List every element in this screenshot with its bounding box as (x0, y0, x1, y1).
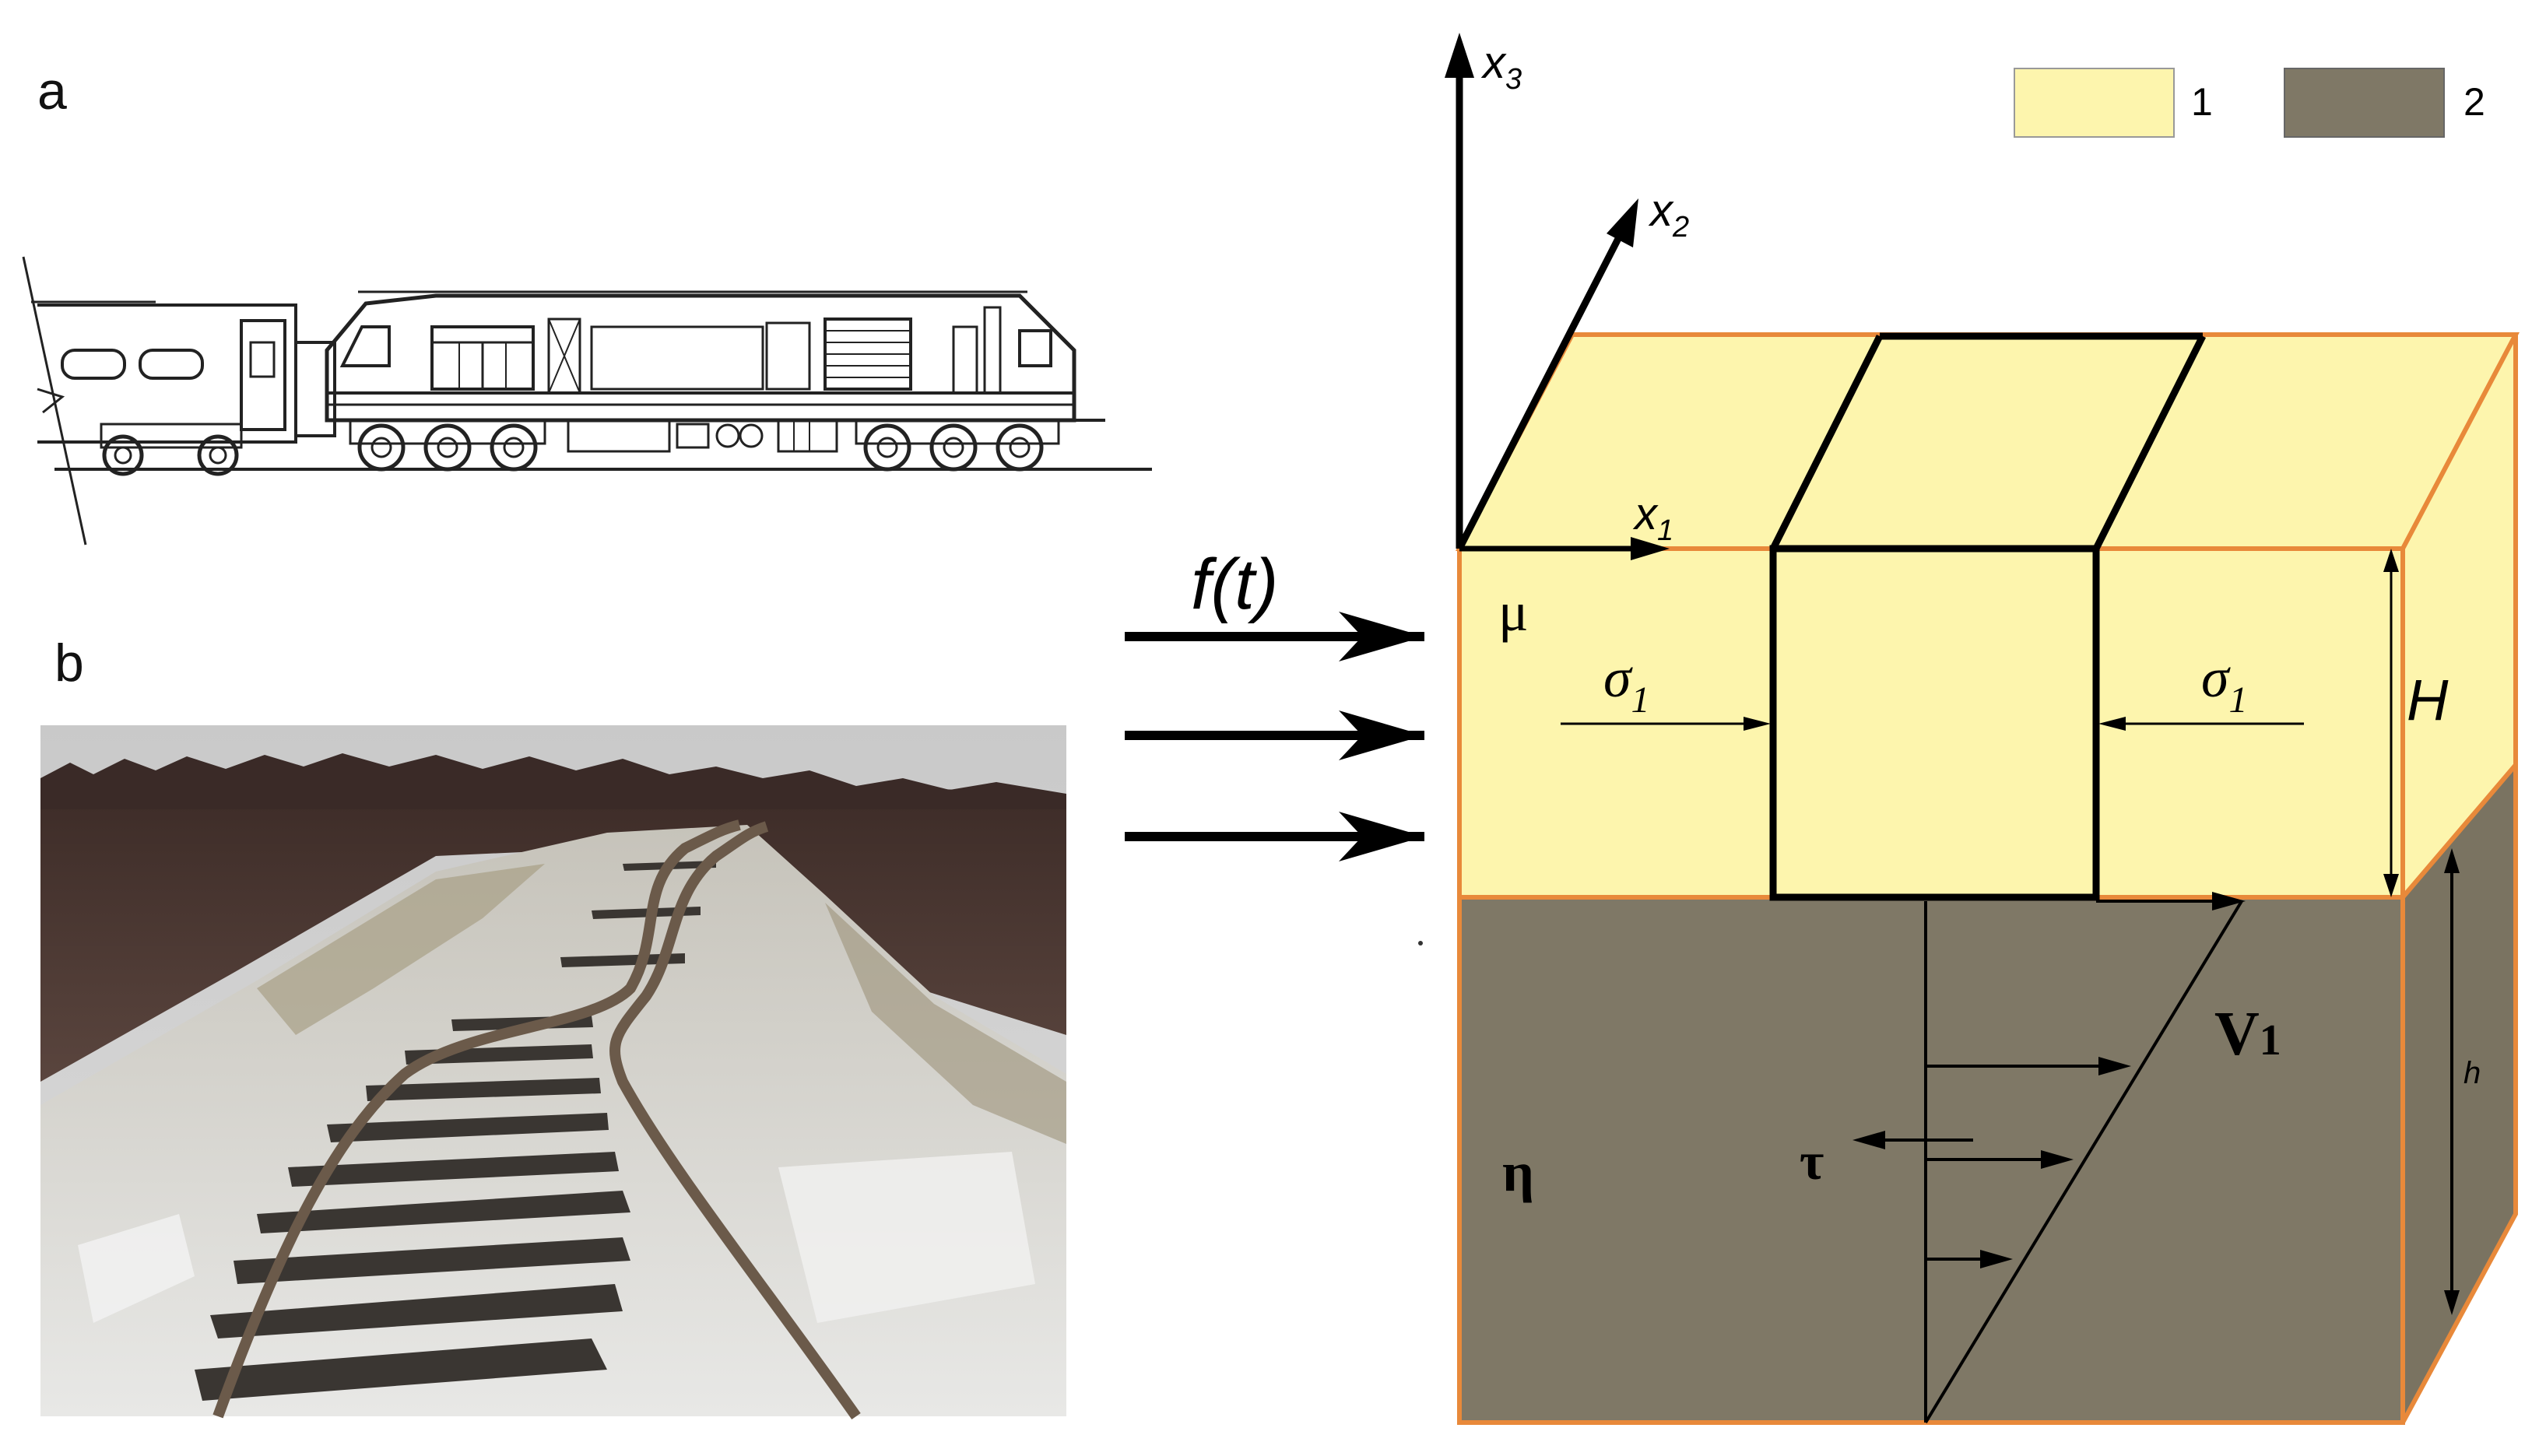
mu-label: μ (1498, 581, 1529, 643)
stray-dot (1418, 941, 1423, 946)
sigma-right-label: σ1 (2201, 647, 2248, 721)
axis-x3-label: x3 (1480, 37, 1522, 96)
sigma-arrows (1561, 717, 2304, 731)
panel-label-b: b (54, 633, 84, 693)
coordinate-axes (1445, 33, 1670, 560)
load-label: f(t) (1191, 545, 1278, 624)
h-upper-dimension (2383, 549, 2399, 897)
layer-model: x3 x2 x1 μ σ1 σ1 H h (1418, 33, 2520, 1425)
legend: 1 2 (2014, 68, 2485, 138)
axis-x1-label: x1 (1632, 489, 1673, 547)
locomotive-drawing (22, 256, 1152, 546)
lower-layer-side-face (2400, 758, 2518, 1424)
panel-label-a: a (37, 61, 67, 121)
track-photo (40, 725, 1066, 1420)
H-label: H (2407, 668, 2449, 732)
h-lower-dimension (2444, 848, 2460, 1315)
velocity-arrow-1 (2098, 1057, 2131, 1075)
velocity-profile (1924, 900, 2243, 1424)
axis-x2-label: x2 (1648, 185, 1689, 244)
legend-label-2: 2 (2463, 80, 2485, 124)
tau-arrowhead (1852, 1131, 1885, 1149)
h-label: h (2463, 1056, 2481, 1090)
legend-swatch-2 (2284, 68, 2445, 138)
central-element (1769, 332, 2207, 901)
eta-label: η (1502, 1141, 1534, 1203)
velocity-arrow-2 (2041, 1150, 2074, 1169)
sigma-left-label: σ1 (1603, 647, 1650, 721)
upper-layer-top-face (1456, 332, 2520, 551)
velocity-arrow-3 (1980, 1250, 2013, 1268)
load-arrows: f(t) (1125, 545, 1424, 861)
tau-label: τ (1800, 1131, 1824, 1191)
legend-label-1: 1 (2191, 80, 2213, 124)
velocity-label: V1 (2214, 1000, 2281, 1068)
velocity-arrow-top (2212, 892, 2246, 910)
legend-swatch-1 (2014, 68, 2175, 138)
